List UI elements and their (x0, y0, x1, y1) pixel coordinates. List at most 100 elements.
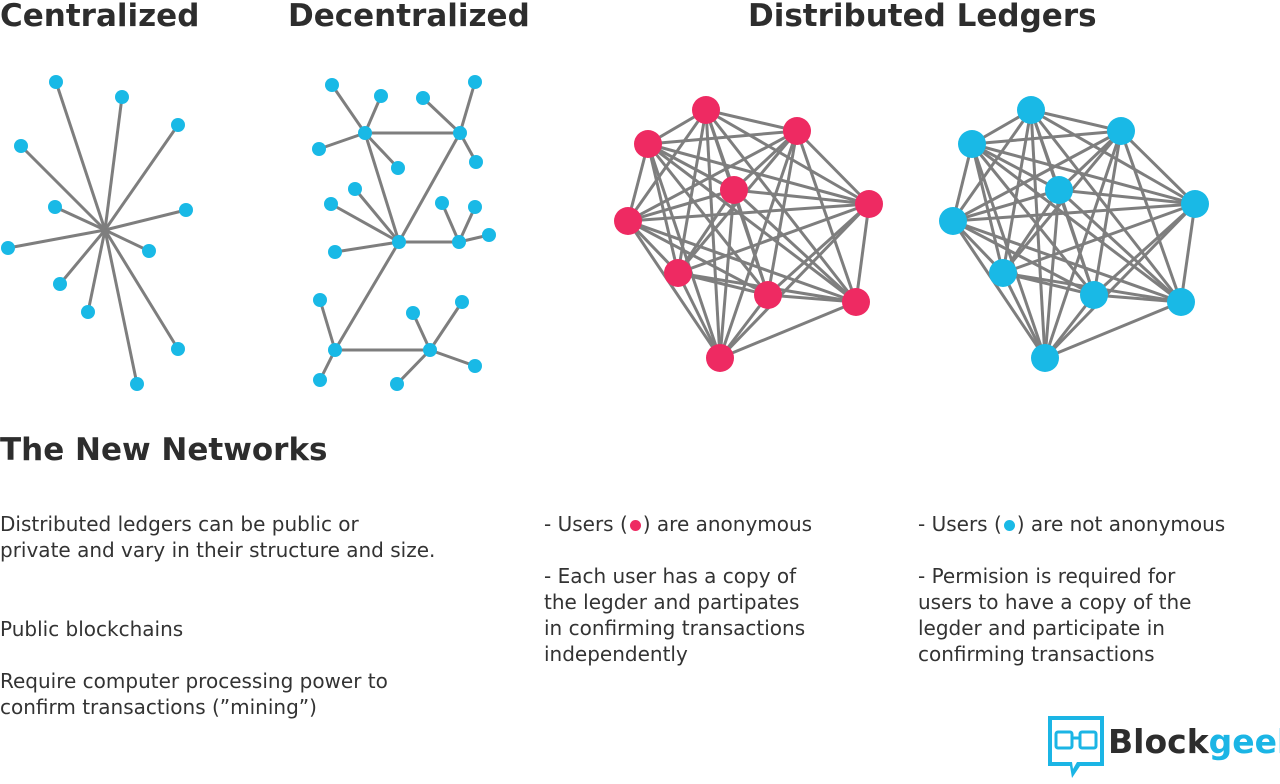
desc-line: Require computer processing power to (0, 669, 388, 693)
users-prefix: - Users ( (918, 512, 1002, 536)
centralized-edge (104, 228, 150, 253)
centralized-edge (103, 124, 180, 231)
private-ledger-node (1080, 281, 1108, 309)
public-ledger-node (614, 207, 642, 235)
decentralized-node (468, 75, 482, 89)
centralized-edge (104, 208, 187, 232)
public-ledger-node (664, 259, 692, 287)
decentralized-node (455, 295, 469, 309)
centralized-edge (19, 144, 107, 232)
private-ledger-edge (1001, 189, 1061, 274)
centralized-node (115, 90, 129, 104)
public-ledger-edge (627, 129, 798, 223)
decentralized-node (313, 373, 327, 387)
desc-line: confirm transactions (”mining”) (0, 695, 317, 719)
public-ledger-edge (732, 129, 799, 192)
private-ledger-edge (1030, 108, 1122, 133)
private-ledger-edge (952, 188, 1060, 223)
decentralized-link (333, 241, 401, 351)
private-ledger-users-note: - Users ( ) are not anonymous (918, 511, 1280, 537)
users-suffix: ) are not anonymous (1016, 512, 1226, 536)
glasses-speech-bubble-icon (1048, 716, 1104, 778)
centralized-node (53, 277, 67, 291)
decentralized-hub-node (452, 235, 466, 249)
public-ledger-copy-note: - Each user has a copy of the legder and… (544, 563, 894, 667)
decentralized-node (435, 196, 449, 210)
public-ledger-edge (626, 220, 722, 359)
section-heading: The New Networks (0, 432, 328, 468)
private-ledger-edge (1044, 300, 1182, 360)
private-ledger-node (989, 259, 1017, 287)
private-ledger-edge (1057, 129, 1123, 192)
centralized-node (49, 75, 63, 89)
centralized-node (1, 241, 15, 255)
decentralized-node (374, 89, 388, 103)
decentralized-hub-node (453, 126, 467, 140)
private-ledger-node (1167, 288, 1195, 316)
private-ledger-edge (1179, 203, 1197, 303)
public-ledger-node (634, 130, 662, 158)
private-ledger-edge (952, 129, 1122, 223)
public-ledger-node (720, 176, 748, 204)
centralized-node (81, 305, 95, 319)
private-ledger-node (1031, 344, 1059, 372)
note-line: - Permision is required for (918, 564, 1176, 588)
public-ledger-edge (677, 202, 870, 275)
decentralized-node (328, 245, 342, 259)
private-ledger-edge (1057, 188, 1183, 304)
decentralized-edge (363, 131, 400, 170)
note-line: users to have a copy of the (918, 590, 1192, 614)
private-ledger-edge (1092, 130, 1123, 296)
decentralized-node (348, 182, 362, 196)
decentralized-hub-node (358, 126, 372, 140)
public-ledger-edge (795, 129, 871, 206)
private-ledger-edge (1002, 202, 1196, 275)
centralized-edge (103, 229, 180, 350)
note-line: legder and participate in (918, 616, 1165, 640)
centralized-node (171, 118, 185, 132)
decentralized-node (482, 228, 496, 242)
public-ledger-edge (767, 293, 857, 304)
logo-word-dark: Block (1108, 722, 1209, 761)
private-ledger-node (1181, 190, 1209, 218)
decentralized-node (313, 293, 327, 307)
public-ledger-edge (627, 219, 857, 304)
private-ledger-edge (1093, 293, 1182, 304)
private-ledger-edge (952, 219, 1182, 304)
blockgeeks-logo: Blockgeeks (1046, 714, 1280, 780)
public-ledger-edge (647, 142, 735, 192)
decentralized-node (468, 359, 482, 373)
centralized-node (171, 342, 185, 356)
note-line: independently (544, 642, 688, 666)
centralized-edge (54, 81, 107, 231)
private-ledger-permission-note: - Permision is required for users to hav… (918, 563, 1280, 667)
private-ledger-node (1017, 96, 1045, 124)
public-ledger-users-note: - Users () are anonymous (544, 511, 894, 537)
decentralized-node (390, 377, 404, 391)
decentralized-edge (330, 202, 400, 244)
decentralized-link (363, 132, 401, 243)
decentralized-node (469, 155, 483, 169)
public-ledger-node (842, 288, 870, 316)
public-ledger-edge (704, 109, 858, 303)
decentralized-edge (330, 84, 367, 134)
public-ledger-edge (854, 203, 871, 303)
private-ledger-edge (951, 220, 1047, 359)
decentralized-edge (334, 240, 400, 254)
decentralized-edge (429, 348, 476, 368)
decentralized-node (391, 161, 405, 175)
note-line: confirming transactions (918, 642, 1155, 666)
centralized-node (142, 244, 156, 258)
decentralized-node (416, 91, 430, 105)
pink-user-dot-icon (629, 520, 641, 531)
public-blockchains-label: Public blockchains (0, 617, 184, 641)
public-ledger-edge (704, 109, 722, 359)
decentralized-node (324, 197, 338, 211)
decentralized-edge (458, 81, 477, 134)
public-ledger-edge (732, 188, 858, 304)
private-ledger-node (1045, 176, 1073, 204)
title-distributed-ledgers: Distributed Ledgers (748, 0, 1097, 34)
intro-line: private and vary in their structure and … (0, 538, 436, 562)
public-ledger-node (754, 281, 782, 309)
